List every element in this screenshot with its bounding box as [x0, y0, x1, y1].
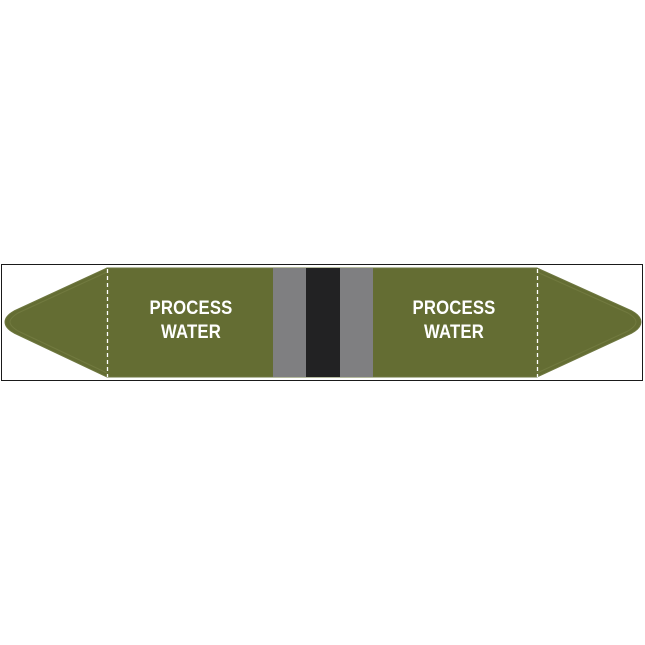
body-inner-edge-right [536, 271, 637, 374]
band-stripe-gray-left [273, 268, 307, 377]
right-legend-line2: WATER [423, 322, 485, 343]
band-stripe-gray-right [340, 268, 373, 377]
left-legend-line2: WATER [160, 322, 222, 343]
right-legend-line1: PROCESS [412, 298, 496, 319]
band-stripe-black [306, 268, 340, 377]
left-legend-line1: PROCESS [149, 298, 233, 319]
right-legend-text: PROCESS WATER [401, 297, 507, 345]
body-inner-edge [9, 271, 108, 374]
left-legend-text: PROCESS WATER [138, 297, 244, 345]
